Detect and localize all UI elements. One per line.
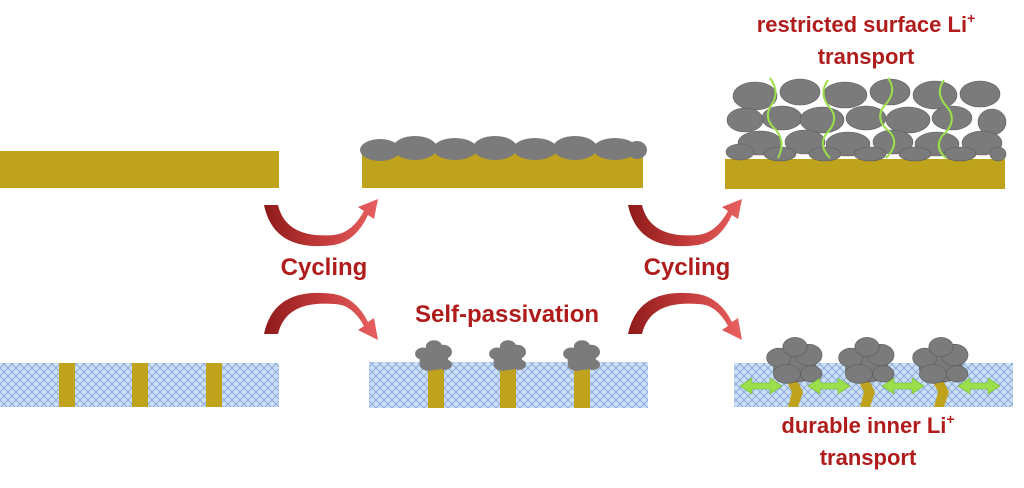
- cycling-arrow-top-left: [264, 199, 378, 247]
- restricted-label-line2: transport: [818, 44, 915, 69]
- cycling-label-left: Cycling: [281, 254, 368, 281]
- durable-label-line2: transport: [820, 445, 917, 470]
- durable-line1: durable inner Li: [781, 413, 946, 438]
- bare-substrate: [0, 151, 279, 188]
- cycling-arrow-bottom-left: [264, 292, 378, 340]
- thick-sei-substrate: [725, 77, 1007, 189]
- restricted-sup: +: [967, 10, 975, 26]
- mesh-substrate-cycled: [734, 336, 1013, 407]
- mesh-substrate-initial: [0, 363, 279, 407]
- restricted-label: restricted surface Li+: [757, 10, 976, 37]
- thin-sei-substrate: [360, 136, 647, 188]
- cycling-arrow-bottom-right: [628, 292, 742, 340]
- mesh-substrate-passivated: [369, 340, 648, 408]
- durable-sup: +: [946, 411, 954, 427]
- durable-label: durable inner Li+: [781, 411, 954, 438]
- cycling-arrow-top-right: [628, 199, 742, 247]
- cycling-label-right: Cycling: [644, 254, 731, 281]
- restricted-line1: restricted surface Li: [757, 12, 967, 37]
- self-passivation-label: Self-passivation: [415, 301, 599, 328]
